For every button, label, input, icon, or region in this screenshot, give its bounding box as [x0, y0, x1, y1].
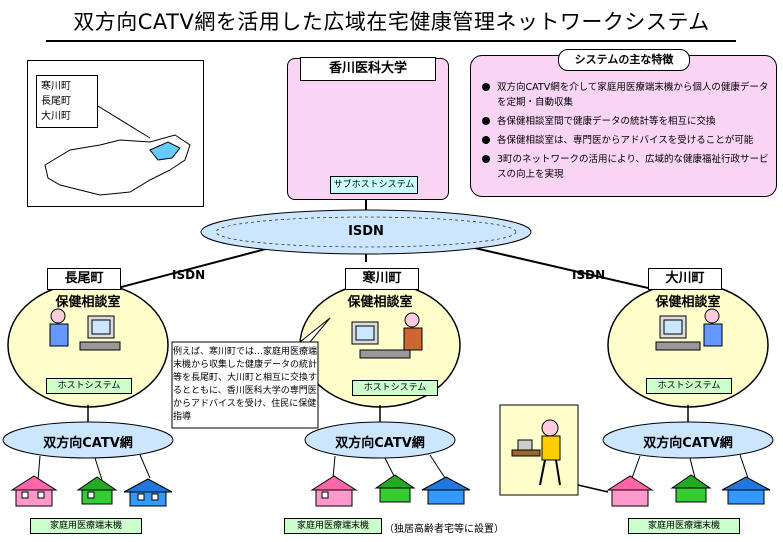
town-name: 長尾町	[41, 96, 71, 107]
bullet-icon	[482, 83, 490, 91]
station-town-okawa: 大川町	[648, 268, 722, 290]
feature-item: 3町のネットワークの活用により、広域的な健康福祉行政サービスの向上を実現	[477, 152, 769, 182]
isdn-cloud	[200, 209, 532, 255]
house-icon	[310, 475, 358, 507]
host-system-tag: ホストシステム	[646, 378, 732, 394]
house-icon	[721, 476, 771, 505]
feature-item: 各保健相談室は、専門医からアドバイスを受けることが可能	[477, 133, 769, 148]
house-icon	[421, 476, 471, 505]
shikoku-map	[44, 99, 191, 196]
catv-label-samukawa: 双方向CATV網	[335, 436, 425, 451]
town-list: 寒川町 長尾町 大川町	[36, 75, 98, 128]
terminal-tag-samukawa: 家庭用医療端末機	[284, 518, 382, 534]
location-map	[27, 60, 204, 207]
subhost-system-tag: サブホストシステム	[330, 176, 418, 194]
catv-label-okawa: 双方向CATV網	[643, 436, 733, 451]
features-panel: 双方向CATV網を介して家庭用医療端末機から個人の健康データを定期・自動収集 各…	[470, 55, 777, 197]
operator-computer-icon	[655, 308, 723, 351]
bullet-icon	[482, 136, 490, 144]
catv-cloud-samukawa	[304, 421, 456, 459]
house-icon	[10, 475, 58, 507]
station-office-nagao: 保健相談室	[55, 295, 121, 310]
house-icon	[606, 475, 654, 507]
catv-label-nagao: 双方向CATV網	[43, 436, 133, 451]
catv-cloud-okawa	[602, 421, 774, 459]
town-name: 寒川町	[41, 81, 71, 92]
station-office-samukawa: 保健相談室	[347, 295, 413, 310]
speech-bubble	[171, 341, 319, 429]
title-underline	[46, 40, 736, 42]
house-icon	[670, 474, 712, 503]
elderly-user-icon	[499, 404, 579, 496]
host-system-tag: ホストシステム	[46, 378, 132, 394]
page-title: 双方向CATV網を活用した広域在宅健康管理ネットワークシステム	[73, 10, 710, 34]
installation-note: （独居高齢者宅等に設置）	[384, 524, 504, 535]
terminal-tag-okawa: 家庭用医療端末機	[628, 518, 740, 534]
host-system-tag: ホストシステム	[352, 380, 438, 396]
features-list: 双方向CATV網を介して家庭用医療端末機から個人の健康データを定期・自動収集 各…	[477, 80, 769, 186]
station-office-okawa: 保健相談室	[655, 295, 721, 310]
station-town-nagao: 長尾町	[47, 268, 121, 290]
features-title: システムの主な特徴	[558, 49, 690, 71]
house-icon	[123, 478, 173, 507]
operator-computer-icon	[351, 312, 423, 359]
town-name: 大川町	[41, 111, 71, 122]
station-town-samukawa: 寒川町	[345, 268, 419, 290]
example-callout-text: 例えば、寒川町では…家庭用医療端末機から収集した健康データの統計等を長尾町、大川…	[173, 347, 318, 422]
bullet-icon	[482, 155, 490, 163]
terminal-tag-nagao: 家庭用医療端末機	[30, 518, 142, 534]
house-icon	[76, 476, 118, 505]
university-title: 香川医科大学	[300, 57, 436, 81]
feature-item: 各保健相談室間で健康データの統計等を相互に交換	[477, 114, 769, 129]
isdn-left-label: ISDN	[172, 268, 206, 282]
feature-item: 双方向CATV網を介して家庭用医療端末機から個人の健康データを定期・自動収集	[477, 80, 769, 110]
isdn-cloud-inner	[215, 216, 517, 248]
isdn-right-label: ISDN	[572, 268, 606, 282]
catv-cloud-nagao	[2, 421, 174, 459]
house-icon	[374, 474, 416, 503]
operator-computer-icon	[49, 308, 121, 351]
bullet-icon	[482, 117, 490, 125]
isdn-center-label: ISDN	[348, 224, 384, 239]
